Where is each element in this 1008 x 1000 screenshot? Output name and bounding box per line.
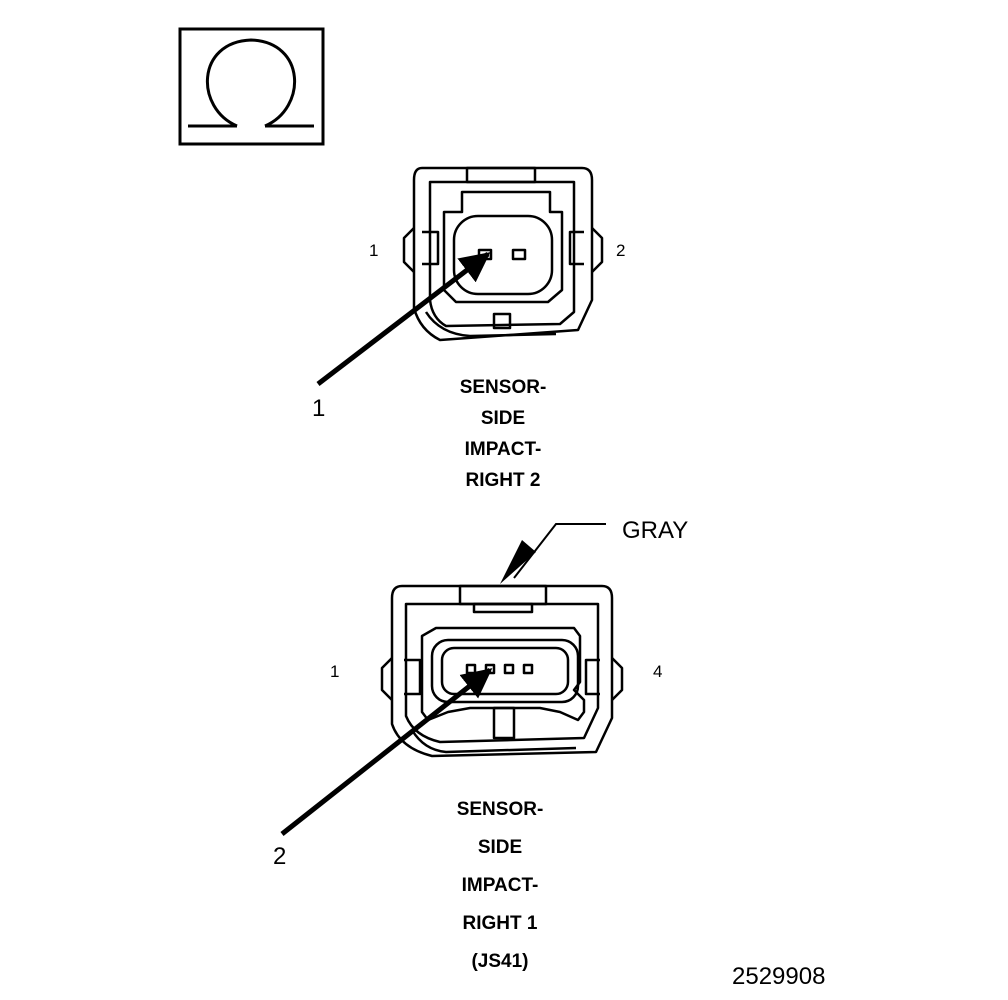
bottom-title-line-5: (JS41): [471, 951, 528, 972]
top-pin-right-label: 2: [616, 241, 625, 260]
top-title-line-4: RIGHT 2: [466, 470, 541, 491]
bottom-title-line-4: RIGHT 1: [463, 913, 538, 934]
connector-top-housing: [402, 166, 604, 342]
top-connector-title: SENSOR- SIDE IMPACT- RIGHT 2: [460, 377, 547, 491]
bottom-pin-left-label: 1: [330, 662, 339, 681]
ohmmeter-icon: [178, 27, 325, 146]
bottom-title-line-1: SENSOR-: [457, 799, 544, 820]
callout-1-arrow: [316, 252, 491, 386]
bottom-title-line-2: SIDE: [478, 837, 522, 858]
gray-color-label: GRAY: [622, 517, 688, 544]
bottom-pin-right-label: 4: [653, 662, 662, 681]
bottom-title-line-3: IMPACT-: [462, 875, 539, 896]
bottom-connector-title: SENSOR- SIDE IMPACT- RIGHT 1 (JS41): [457, 799, 544, 972]
top-title-line-3: IMPACT-: [465, 439, 542, 460]
callout-2-label: 2: [273, 843, 286, 870]
top-title-line-2: SIDE: [481, 408, 525, 429]
top-title-line-1: SENSOR-: [460, 377, 547, 398]
callout-1-label: 1: [312, 395, 325, 422]
gray-color-leader: [500, 523, 606, 584]
figure-number: 2529908: [732, 963, 825, 990]
callout-2-arrow: [280, 668, 493, 836]
connector-bottom-housing: [380, 584, 624, 758]
top-pin-left-label: 1: [369, 241, 378, 260]
